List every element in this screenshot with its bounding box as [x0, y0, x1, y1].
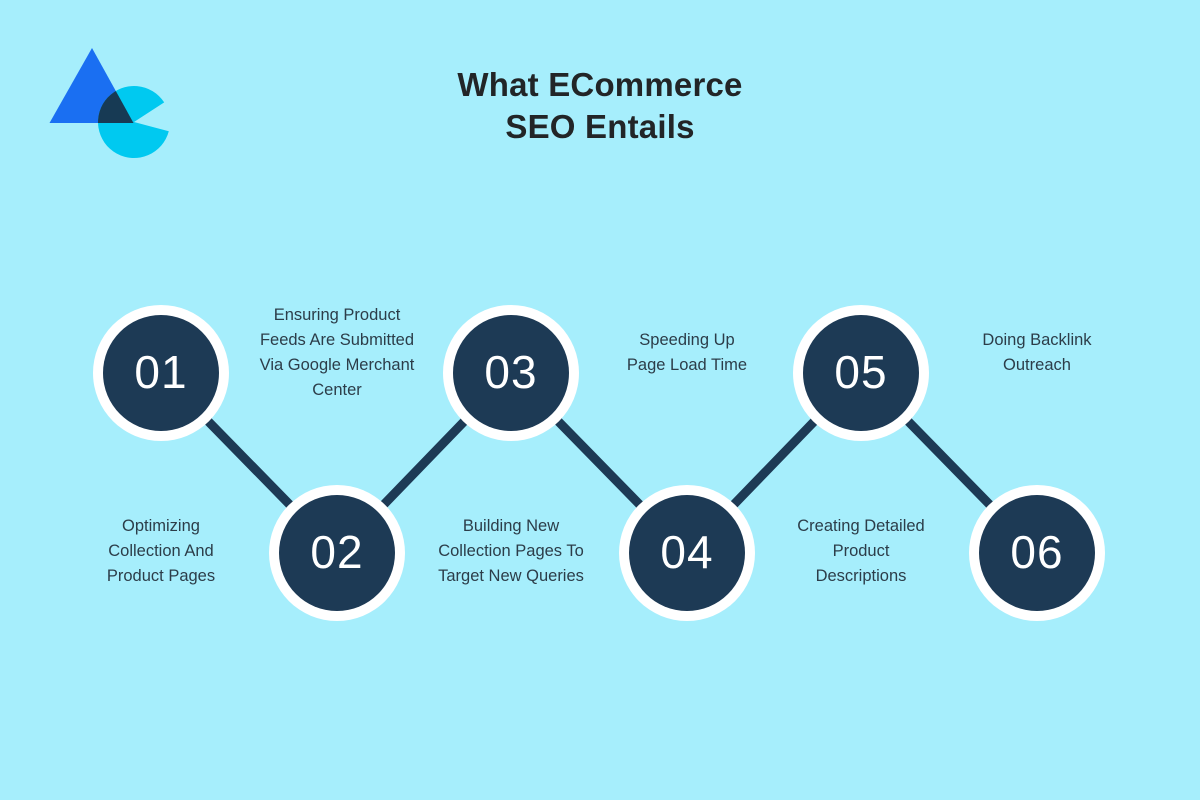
step-circle-06: 06	[969, 485, 1105, 621]
step-label-03: Building New Collection Pages To Target …	[438, 516, 584, 585]
step-circle-inner: 02	[279, 495, 395, 611]
step-label-04: Speeding Up Page Load Time	[626, 331, 748, 374]
step-circle-01: 01	[93, 305, 229, 441]
step-label-06: Doing Backlink Outreach	[982, 331, 1092, 374]
logo	[49, 48, 169, 159]
page-title-line2: SEO Entails	[505, 108, 695, 145]
step-circle-04: 04	[619, 485, 755, 621]
step-circle-inner: 05	[803, 315, 919, 431]
step-number: 05	[834, 346, 888, 398]
step-circle-inner: 01	[103, 315, 219, 431]
step-label-02: Ensuring Product Feeds Are Submitted Via…	[259, 306, 415, 399]
step-number: 01	[134, 346, 188, 398]
page-title: What ECommerce SEO Entails	[300, 64, 900, 148]
step-circle-02: 02	[269, 485, 405, 621]
step-number: 04	[660, 526, 714, 578]
step-circle-inner: 03	[453, 315, 569, 431]
page-title-line1: What ECommerce	[457, 66, 743, 103]
step-number: 03	[484, 346, 538, 398]
step-label-05: Creating Detailed Product Descriptions	[797, 516, 925, 585]
step-circle-inner: 04	[629, 495, 745, 611]
step-circle-05: 05	[793, 305, 929, 441]
step-number: 02	[310, 526, 364, 578]
step-circle-03: 03	[443, 305, 579, 441]
step-label-01: Optimizing Collection And Product Pages	[106, 516, 216, 585]
step-number: 06	[1010, 526, 1064, 578]
step-circle-inner: 06	[979, 495, 1095, 611]
